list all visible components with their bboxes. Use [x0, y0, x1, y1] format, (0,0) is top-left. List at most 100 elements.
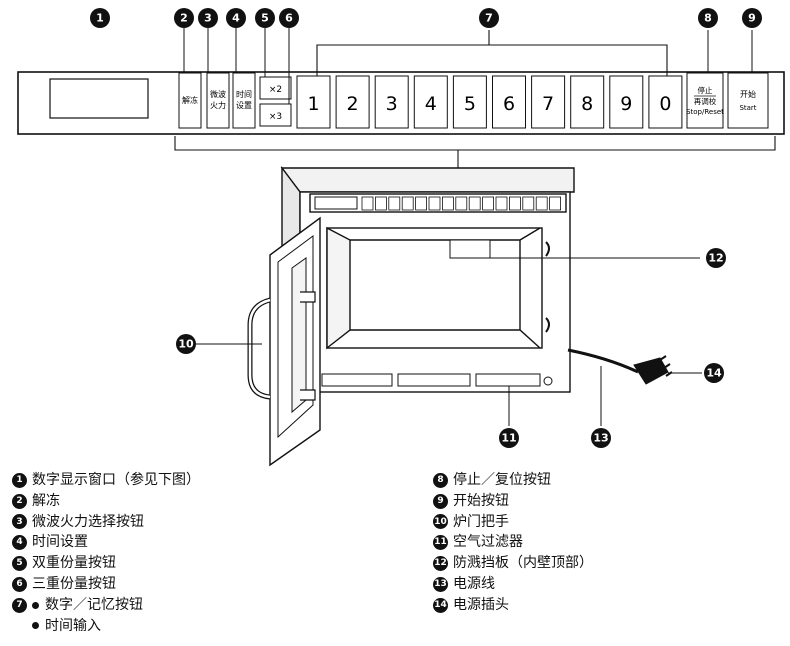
digit-key-label: 4: [425, 93, 437, 115]
lower-leaders: [196, 257, 702, 426]
digit-key-0[interactable]: 0: [648, 75, 683, 129]
mini-key: [522, 196, 535, 211]
callout-number: 8: [704, 12, 712, 25]
callout-13: 13: [591, 428, 611, 448]
callout-number: 1: [96, 12, 104, 25]
triple-portion-button[interactable]: ×3: [259, 103, 292, 127]
digit-key-9[interactable]: 9: [609, 75, 644, 129]
mini-key: [388, 196, 401, 211]
double-portion-button[interactable]: ×2: [259, 76, 292, 100]
digit-key-3[interactable]: 3: [374, 75, 409, 129]
power-cord: [567, 348, 673, 385]
mini-key: [535, 196, 548, 211]
legend-text: 数字／记忆按钮: [45, 596, 143, 613]
stop-reset-english: Stop/Reset: [686, 108, 724, 116]
time-button-label-line2: 设置: [236, 100, 252, 110]
digit-key-6[interactable]: 6: [492, 75, 526, 129]
start-english: Start: [739, 104, 756, 112]
digit-key-8[interactable]: 8: [570, 75, 605, 129]
callout-number: 3: [204, 12, 212, 25]
legend-subitem: 时间输入: [12, 616, 200, 637]
callout-5: 5: [255, 8, 275, 28]
mini-key: [415, 196, 428, 211]
mini-key: [428, 196, 441, 211]
callout-1: 1: [90, 8, 110, 28]
callout-number: 14: [706, 367, 722, 380]
bullet-icon: [32, 622, 39, 630]
legend-number-badge: 2: [12, 493, 27, 509]
reset-label: 再调校: [694, 96, 717, 106]
defrost-button[interactable]: 解冻: [178, 72, 202, 129]
stop-label: 停止: [698, 85, 713, 95]
callout-number: 6: [285, 12, 293, 25]
legend-subtext: 时间输入: [45, 617, 101, 634]
legend-number-badge: 1: [12, 472, 27, 488]
oven-mini-keypad: [361, 196, 561, 211]
legend-text: 微波火力选择按钮: [32, 513, 144, 530]
mini-key: [401, 196, 414, 211]
callout-number: 13: [593, 432, 608, 445]
mini-key: [441, 196, 454, 211]
digit-key-4[interactable]: 4: [413, 75, 448, 129]
legend-item-11: 11 空气过滤器: [433, 532, 593, 553]
x2-label: ×2: [269, 85, 282, 95]
legend-text: 空气过滤器: [453, 534, 523, 551]
legend-number-badge: 6: [12, 576, 27, 592]
oven-door: [247, 216, 321, 467]
defrost-button-label: 解冻: [182, 95, 198, 105]
callout-number: 9: [748, 12, 756, 25]
legend-text: 停止／复位按钮: [453, 472, 551, 488]
digit-key-5[interactable]: 5: [452, 75, 487, 129]
top-leaders: [183, 28, 753, 104]
callout-10: 10: [176, 334, 196, 354]
legend-text: 电源线: [453, 575, 495, 592]
callout-number: 2: [180, 12, 188, 25]
callout-12: 12: [706, 248, 726, 268]
digit-key-7[interactable]: 7: [531, 75, 566, 129]
power-level-button[interactable]: 微波 火力: [206, 72, 230, 129]
start-label: 开始: [740, 89, 756, 99]
digit-key-1[interactable]: 1: [296, 75, 331, 129]
legend-number-badge: 11: [433, 535, 448, 551]
digit-key-label: 3: [386, 93, 398, 115]
digit-key-2[interactable]: 2: [335, 75, 370, 129]
mini-key: [549, 196, 561, 211]
callout-6: 6: [279, 8, 299, 28]
start-button[interactable]: 开始 Start: [727, 72, 769, 129]
callout-9: 9: [742, 8, 762, 28]
legend-number-badge: 4: [12, 535, 27, 551]
legend-text: 三重份量按钮: [32, 575, 116, 592]
digit-key-label: 8: [581, 93, 593, 115]
digit-key-label: 1: [307, 93, 319, 115]
stop-reset-button[interactable]: 停止 再调校 Stop/Reset: [686, 72, 724, 129]
digit-key-label: 0: [659, 93, 671, 115]
callout-7: 7: [479, 8, 499, 28]
power-button-label-line1: 微波: [210, 89, 226, 99]
legend-text: 炉门把手: [453, 513, 509, 530]
digit-key-label: 5: [464, 93, 476, 115]
callout-number: 5: [261, 12, 269, 25]
callout-11: 11: [499, 428, 519, 448]
display-window: [49, 78, 149, 119]
time-set-button[interactable]: 时间 设置: [232, 72, 256, 129]
legend-text: 防溅挡板（内壁顶部）: [453, 555, 593, 572]
x3-label: ×3: [269, 112, 282, 122]
mini-key: [495, 196, 508, 211]
mini-key: [374, 196, 387, 211]
digit-key-label: 2: [347, 93, 359, 115]
callout-number: 7: [485, 12, 493, 25]
